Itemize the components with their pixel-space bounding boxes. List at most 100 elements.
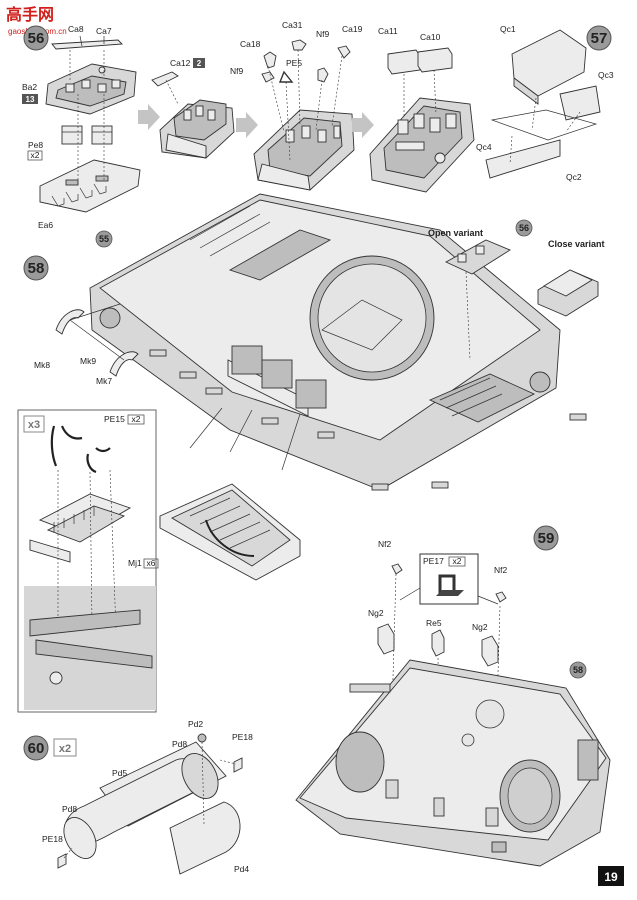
svg-text:x2: x2 (453, 556, 462, 566)
label-ca11: Ca11 (378, 26, 398, 36)
step-60-badge: 60 (23, 735, 49, 761)
label-ca7: Ca7 (96, 26, 112, 36)
step-59-badge: 59 (533, 525, 559, 551)
ca12-qty-box (193, 58, 205, 68)
label-mj1: Mj1 (128, 558, 142, 568)
pe17-qty-box (448, 556, 466, 567)
part-nf2-left (391, 563, 403, 575)
label-close-variant: Close variant (548, 239, 605, 249)
label-ca18: Ca18 (240, 39, 261, 49)
label-qc4: Qc4 (476, 142, 492, 152)
svg-text:19: 19 (604, 870, 618, 884)
svg-text:59: 59 (538, 530, 555, 547)
label-ca12: Ca12 (170, 58, 191, 68)
open-variant-part (445, 239, 511, 361)
step-57-badge: 57 (586, 25, 612, 51)
label-ca31: Ca31 (282, 20, 303, 30)
parts-ca18-nf9-ca31-ca19 (261, 39, 351, 161)
label-open-variant: Open variant (428, 228, 483, 238)
step-58: 58 55 (17, 193, 605, 713)
pe15-qty-box (127, 414, 145, 425)
svg-text:x2: x2 (59, 743, 71, 755)
part-pe8 (61, 125, 113, 145)
rear-hull (295, 659, 611, 867)
label-nf2-right: Nf2 (494, 565, 508, 575)
part-mk7 (109, 351, 139, 377)
label-re5: Re5 (426, 618, 442, 628)
part-nf2-right (495, 591, 507, 603)
part-re5 (431, 629, 445, 657)
pe17-inset (399, 553, 499, 605)
svg-text:56: 56 (519, 223, 529, 233)
svg-text:13: 13 (26, 95, 35, 104)
svg-text:58: 58 (573, 665, 583, 675)
label-pd8-bottom: Pd8 (62, 804, 77, 814)
part-ea6-frame (39, 159, 141, 213)
road-wheel-axles (149, 349, 587, 491)
part-qc1 (511, 29, 587, 105)
svg-text:2: 2 (197, 59, 202, 68)
label-nf2-left: Nf2 (378, 539, 392, 549)
mj1-qty-box (143, 558, 159, 569)
label-pe15: PE15 (104, 414, 125, 424)
label-nf9-a: Nf9 (316, 29, 330, 39)
label-nf9-b: Nf9 (230, 66, 244, 76)
assembly-stage-4 (369, 97, 475, 193)
step-56: 56 Ca8 Ca7 Ba2 13 Pe8 (22, 20, 475, 230)
label-qc1: Qc1 (500, 24, 516, 34)
step-60: 60 x2 Pd2 PE18 Pd8 Pd5 Pd8 PE18 Pd4 (23, 719, 253, 875)
detail-leaders (189, 407, 301, 471)
part-ca8-ca7-rail (51, 35, 124, 50)
process-arrow-3 (352, 112, 374, 138)
part-ca12 (151, 71, 179, 105)
ref-58-badge: 58 (569, 661, 587, 679)
svg-text:55: 55 (99, 234, 109, 244)
assembly-stage-2 (159, 99, 235, 159)
pe8-qty-box (27, 150, 43, 161)
svg-text:x3: x3 (28, 419, 40, 431)
label-ng2-right: Ng2 (472, 622, 488, 632)
step-56-badge: 56 (23, 25, 49, 51)
label-ca8: Ca8 (68, 24, 84, 34)
step-59: 59 Nf2 Nf2 PE17 x2 Ng2 Re5 Ng2 (295, 525, 611, 867)
label-pd2: Pd2 (188, 719, 203, 729)
close-variant-part (537, 269, 599, 317)
label-pd4: Pd4 (234, 864, 249, 874)
part-qc3 (559, 85, 601, 121)
svg-text:x2: x2 (31, 150, 40, 160)
part-mk9 (69, 303, 125, 361)
label-pd8-top: Pd8 (172, 739, 187, 749)
label-pe5: PE5 (286, 58, 302, 68)
label-ba2: Ba2 (22, 82, 37, 92)
label-mk7: Mk7 (96, 376, 112, 386)
svg-text:x2: x2 (132, 414, 141, 424)
part-ng2-left (377, 623, 395, 655)
label-pd5: Pd5 (112, 768, 127, 778)
label-pe18-bottom: PE18 (42, 834, 63, 844)
part-ba2-plate (45, 63, 137, 115)
label-qc3: Qc3 (598, 70, 614, 80)
svg-text:60: 60 (28, 740, 45, 757)
svg-text:56: 56 (28, 30, 45, 47)
svg-text:57: 57 (591, 30, 608, 47)
hull-assembly (89, 193, 561, 491)
fender-box-result (159, 483, 301, 581)
process-arrow-2 (236, 112, 258, 138)
svg-text:x6: x6 (147, 558, 156, 568)
label-pe17: PE17 (423, 556, 444, 566)
assembly-stage-3 (253, 109, 355, 191)
svg-text:58: 58 (28, 260, 45, 277)
ba2-qty-box (22, 94, 38, 104)
label-pe8: Pe8 (28, 140, 43, 150)
label-ca19: Ca19 (342, 24, 363, 34)
label-pe18-top: PE18 (232, 732, 253, 742)
label-ca10: Ca10 (420, 32, 441, 42)
ref-55-badge: 55 (95, 230, 113, 248)
svg-text:高手网: 高手网 (6, 5, 54, 24)
label-ng2-left: Ng2 (368, 608, 384, 618)
page-number: 19 (598, 866, 624, 886)
parts-ca11-ca10 (387, 47, 453, 118)
label-qc2: Qc2 (566, 172, 582, 182)
label-mk8: Mk8 (34, 360, 50, 370)
ref-56-badge: 56 (515, 219, 533, 237)
